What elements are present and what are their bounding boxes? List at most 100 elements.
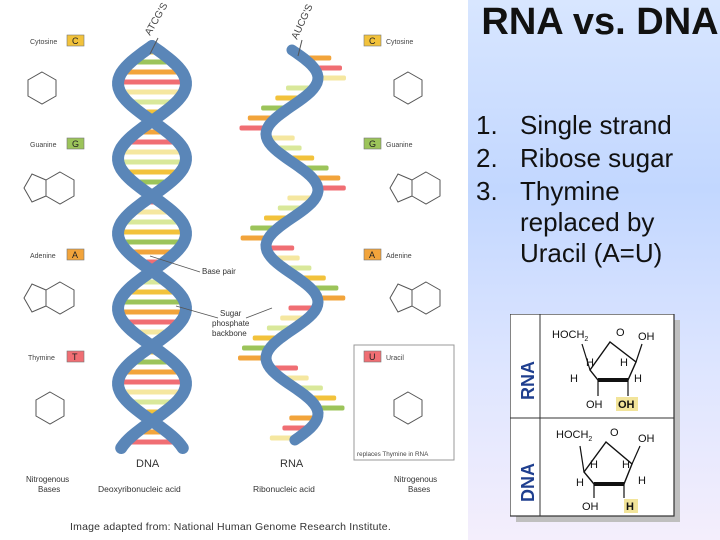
right-base-cytosine: C Cytosine xyxy=(363,34,413,47)
h-lower-right: H xyxy=(638,475,646,487)
dna-label: DNA xyxy=(136,458,160,470)
c3-oh: OH xyxy=(586,399,603,411)
adenine-ring xyxy=(411,281,441,315)
thymine-ring xyxy=(35,391,65,425)
ribose-structure: HOCH2 O OH H H H H OH OH xyxy=(552,327,655,411)
deoxyribose-structure: HOCH2 O OH H H H H OH H xyxy=(556,427,655,513)
uracil-panel-border xyxy=(353,344,455,461)
base-code: U xyxy=(369,352,376,362)
base-name: Adenine xyxy=(386,253,412,260)
dna-base-pair xyxy=(125,439,179,445)
base-name: Thymine xyxy=(28,355,55,362)
right-structures xyxy=(389,71,441,425)
base-code: A xyxy=(72,250,78,260)
backbone-pointer-2 xyxy=(245,307,273,319)
dna-full-name: Deoxyribonucleic acid xyxy=(98,484,181,494)
base-box xyxy=(363,34,382,47)
base-box xyxy=(363,137,382,150)
hoch2-label: HOCH2 xyxy=(556,429,592,443)
rna-full-name: Ribonucleic acid xyxy=(253,484,315,494)
rna-backbone-strand xyxy=(260,44,324,446)
dna-base-pair xyxy=(121,219,183,225)
base-code: C xyxy=(369,36,376,46)
sugar-comparison-panel: RNA DNA HOCH2 O OH H H H H OH OH HOCH2 O… xyxy=(510,314,680,522)
h-lower-left: H xyxy=(576,477,584,489)
nitrogenous-left-line-2: Bases xyxy=(38,485,60,494)
dna-base-pair xyxy=(125,139,179,145)
dna-base-pair xyxy=(118,79,186,85)
list-item: 3. Thymine replaced by Uracil (A=U) xyxy=(476,176,720,269)
dna-base-pair xyxy=(127,249,177,255)
deoxyribose-ring xyxy=(583,440,633,485)
h-lower-right: H xyxy=(634,373,642,385)
dna-backbone-strand-1 xyxy=(112,40,192,454)
replaces-note: replaces Thymine in RNA xyxy=(357,451,429,458)
rna-strand-label: AUCG'S xyxy=(290,2,316,41)
ring-oxygen: O xyxy=(616,327,625,339)
nitrogenous-right-line-2: Bases xyxy=(408,485,430,494)
rna-base xyxy=(317,185,346,191)
dna-backbone-strand-2 xyxy=(112,40,192,454)
h-lower-left: H xyxy=(570,373,578,385)
list-number: 1. xyxy=(476,110,498,140)
dna-strand-arrow xyxy=(149,37,159,55)
ribose-ring xyxy=(589,341,637,381)
dna-base-pair xyxy=(127,399,177,405)
dna-base-pair xyxy=(125,289,179,295)
uracil-ring xyxy=(393,391,423,425)
base-code: A xyxy=(369,250,375,260)
c1-oh-bond xyxy=(631,445,641,465)
base-pair-pointer xyxy=(149,255,201,273)
c4-ch2-bond xyxy=(581,343,591,371)
base-box xyxy=(66,350,85,363)
rna-base xyxy=(289,415,318,421)
base-box xyxy=(363,350,382,363)
list-text: Ribose sugar xyxy=(520,143,674,173)
base-code: C xyxy=(72,36,79,46)
nitrogenous-right-line-1: Nitrogenous xyxy=(394,475,437,484)
deoxyribose-h-highlight xyxy=(624,499,638,513)
backbone-pointer-1 xyxy=(175,305,219,319)
base-name: Guanine xyxy=(30,142,57,149)
dna-base-pair xyxy=(119,299,185,305)
rna-base xyxy=(318,75,346,81)
rna-base xyxy=(239,125,268,131)
left-base-guanine: Guanine G xyxy=(30,137,85,150)
image-caption: Image adapted from: National Human Genom… xyxy=(70,521,391,533)
dna-base-pair xyxy=(120,89,184,95)
base-name: Uracil xyxy=(386,355,404,362)
top-oh: OH xyxy=(638,433,655,445)
dna-base-pair xyxy=(119,149,185,155)
h-right: H xyxy=(622,459,630,471)
comparison-list: 1. Single strand 2. Ribose sugar 3. Thym… xyxy=(476,110,720,271)
h-left: H xyxy=(590,459,598,471)
left-structures xyxy=(23,71,75,425)
dna-base-pair xyxy=(118,379,186,385)
rna-base xyxy=(266,245,295,251)
list-number: 2. xyxy=(476,143,498,173)
base-code: G xyxy=(369,139,376,149)
base-name: Guanine xyxy=(386,142,413,149)
dna-base-pair xyxy=(120,239,184,245)
dna-base-pair xyxy=(123,169,181,175)
helix-figure: ATCG'S AUCG'S Cytosine C Guanine G Adeni… xyxy=(23,1,455,494)
rna-base xyxy=(317,295,346,301)
hoch2-label: HOCH2 xyxy=(552,329,588,343)
rna-base xyxy=(266,135,295,141)
backbone-label-line-2: phosphate xyxy=(212,319,250,328)
base-box xyxy=(66,137,85,150)
list-item: 2. Ribose sugar xyxy=(476,143,720,174)
dna-base-pair xyxy=(121,69,183,75)
guanine-ring-5 xyxy=(23,173,47,203)
dna-base-pair xyxy=(127,99,177,105)
dna-strand-label: ATCG'S xyxy=(143,1,170,38)
list-text: Thymine replaced by Uracil (A=U) xyxy=(520,176,663,268)
ribose-oh-highlight xyxy=(616,397,638,411)
h-left: H xyxy=(586,357,594,369)
rna-side-label: RNA xyxy=(518,361,538,400)
base-code: G xyxy=(72,139,79,149)
nitrogenous-left-line-1: Nitrogenous xyxy=(26,475,69,484)
rna-label: RNA xyxy=(280,458,304,470)
dna-base-pair xyxy=(118,159,186,165)
adenine-ring-5 xyxy=(389,283,413,313)
